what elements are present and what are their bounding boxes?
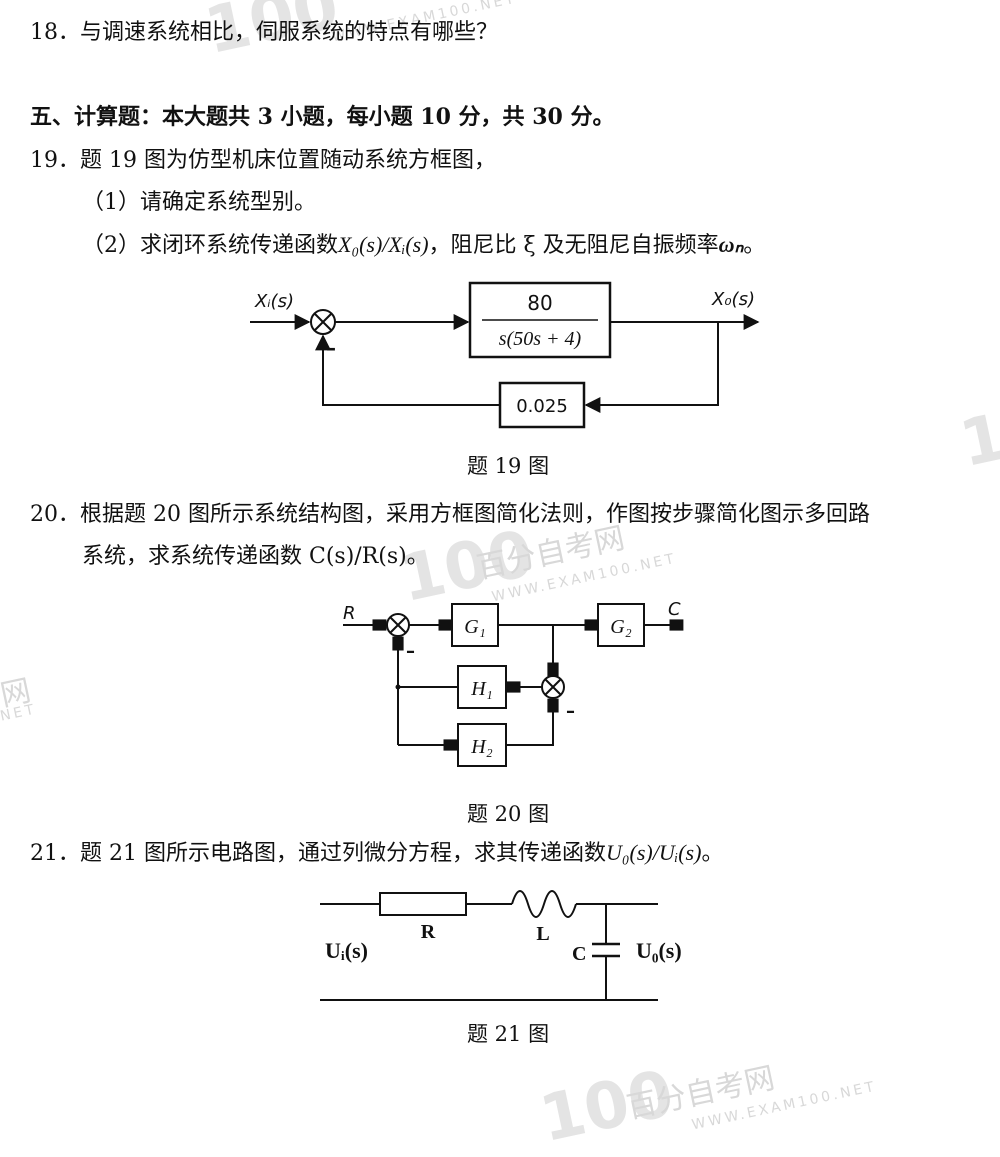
q21-text-pre: 21．题 21 图所示电路图，通过列微分方程，求其传递函数: [30, 841, 606, 866]
q21-text-end: 。: [701, 841, 724, 866]
figure-21-caption: 题 21 图: [467, 1022, 550, 1046]
figure-19-block-diagram: Xᵢ(s) – 80 s(50s + 4) X₀(s) 0.025: [250, 281, 760, 429]
fig19-summing-junction: [310, 309, 336, 335]
fig20-G2-label: G₂: [610, 616, 631, 638]
fig21-Uo-label: U₀(s): [636, 938, 682, 963]
question-20-line2: 系统，求系统传递函数 C(s)/R(s)。: [82, 544, 429, 569]
q21-function: U₀(s)/Uᵢ(s): [605, 840, 702, 865]
question-19-part2: （2）求闭环系统传递函数X₀(s)/Xᵢ(s)，阻尼比 ξ 及无阻尼自振频率ωₙ…: [82, 230, 765, 261]
fig21-Ui-label: Uᵢ(s): [325, 938, 368, 963]
figure-20-caption: 题 20 图: [467, 802, 550, 826]
fig19-denominator: s(50s + 4): [499, 328, 582, 350]
question-19-part1: （1）请确定系统型别。: [82, 190, 316, 215]
question-21: 21．题 21 图所示电路图，通过列微分方程，求其传递函数U₀(s)/Uᵢ(s)…: [30, 838, 723, 869]
fig20-minus-1: –: [406, 641, 415, 662]
figure-19-caption: 题 19 图: [467, 454, 550, 478]
fig21-R-label: R: [421, 921, 436, 943]
figure-21-circuit: R L C Uᵢ(s) U₀(s): [320, 890, 682, 1001]
q19-part2-omega: ωₙ: [718, 232, 744, 257]
fig20-summing-junction-1: [386, 613, 410, 637]
q19-part2-end: 。: [743, 233, 766, 258]
fig21-C-label: C: [572, 943, 586, 965]
fig19-input-label: Xᵢ(s): [254, 291, 294, 312]
question-18: 18．与调速系统相比，伺服系统的特点有哪些？: [30, 20, 498, 45]
section-heading: 五、计算题：本大题共 3 小题，每小题 10 分，共 30 分。: [30, 104, 615, 130]
fig20-C-label: C: [668, 599, 681, 620]
q19-part2-mid: ，阻尼比 ξ 及无阻尼自振频率: [428, 233, 719, 258]
fig20-block-G1: [451, 603, 499, 647]
fig20-R-label: R: [343, 603, 356, 624]
question-19-stem: 19．题 19 图为仿型机床位置随动系统方框图，: [30, 148, 496, 173]
fig20-H2-label: H₂: [470, 736, 492, 758]
fig19-feedback-gain: 0.025: [516, 396, 568, 417]
fig20-minus-2: –: [566, 701, 575, 722]
q19-part2-pre: （2）求闭环系统传递函数: [82, 233, 338, 258]
fig19-minus-sign: –: [326, 336, 336, 360]
fig21-inductor: [511, 890, 577, 918]
figure-20-block-diagram: R – G₁ G₂ C – H₁ H₂: [343, 599, 684, 767]
fig19-output-label: X₀(s): [711, 289, 755, 310]
fig21-capacitor: [592, 942, 620, 958]
fig21-L-label: L: [536, 923, 549, 945]
fig19-numerator: 80: [527, 291, 552, 315]
fig20-block-H2: [457, 723, 507, 767]
fig20-summing-junction-2: [541, 675, 565, 699]
fig20-H1-label: H₁: [470, 678, 492, 700]
fig20-G1-label: G₁: [464, 616, 485, 638]
question-20-line1: 20．根据题 20 图所示系统结构图，采用方框图简化法则，作图按步骤简化图示多回…: [30, 502, 870, 527]
fig21-resistor: [379, 892, 467, 916]
fig20-block-H1: [457, 665, 507, 709]
q19-part2-function: X₀(s)/Xᵢ(s): [338, 232, 429, 257]
